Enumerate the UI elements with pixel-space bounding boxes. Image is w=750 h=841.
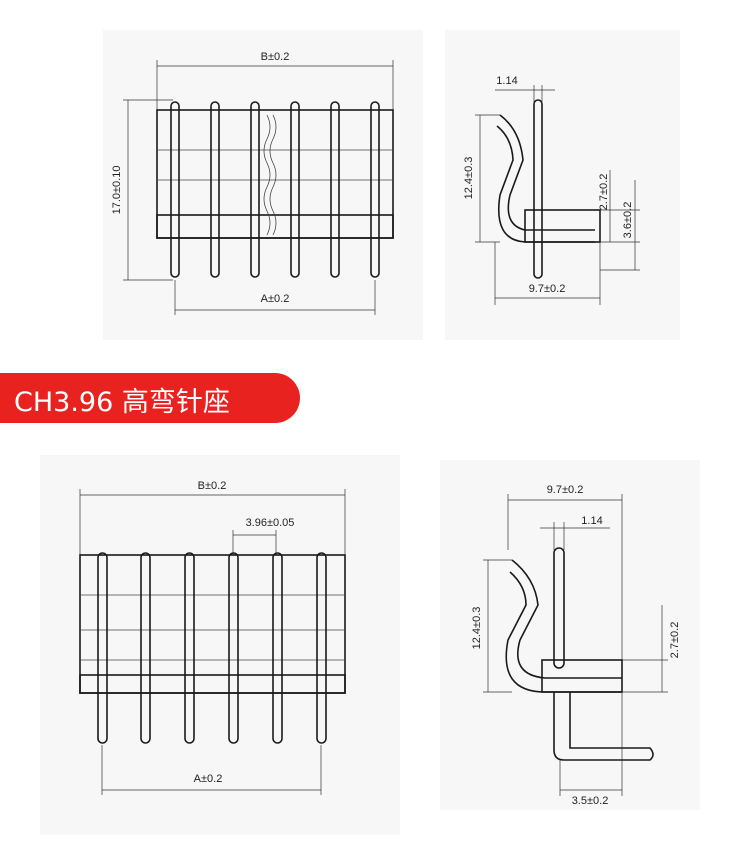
width-label: B±0.2: [261, 51, 290, 63]
banner-title: CH3.96 高弯针座: [14, 387, 230, 418]
d1-label: 2.7±0.2: [598, 174, 610, 211]
pin-label: 1.14: [581, 515, 602, 527]
bottom-front-view: B±0.2 3.96±0.05 A±0.2: [40, 455, 400, 835]
height-label: 17.0±0.10: [111, 166, 123, 215]
pitch-label: A±0.2: [194, 773, 223, 785]
foot-label: 3.5±0.2: [572, 795, 609, 807]
depth-label: 9.7±0.2: [547, 484, 584, 496]
width-label: B±0.2: [198, 480, 227, 492]
pitch-label: A±0.2: [261, 293, 290, 305]
title-banner: CH3.96 高弯针座: [0, 373, 300, 423]
bottom-side-view: 9.7±0.2 1.14 12.4±0.3 2.7±0.2 3.5±0.2: [440, 460, 700, 810]
spacing-label: 3.96±0.05: [246, 517, 295, 529]
d1-label: 2.7±0.2: [669, 622, 681, 659]
pin-label: 1.14: [496, 75, 517, 87]
height-label: 12.4±0.3: [471, 607, 483, 650]
height-label: 12.4±0.3: [463, 157, 475, 200]
depth-label: 9.7±0.2: [529, 283, 566, 295]
top-front-view: B±0.2 17.0±0.10 A±0.2: [103, 30, 423, 340]
d2-label: 3.6±0.2: [622, 202, 634, 239]
top-side-view: 1.14 12.4±0.3 2.7±0.2 3.6±0.2 9.7±0.2: [445, 30, 680, 340]
